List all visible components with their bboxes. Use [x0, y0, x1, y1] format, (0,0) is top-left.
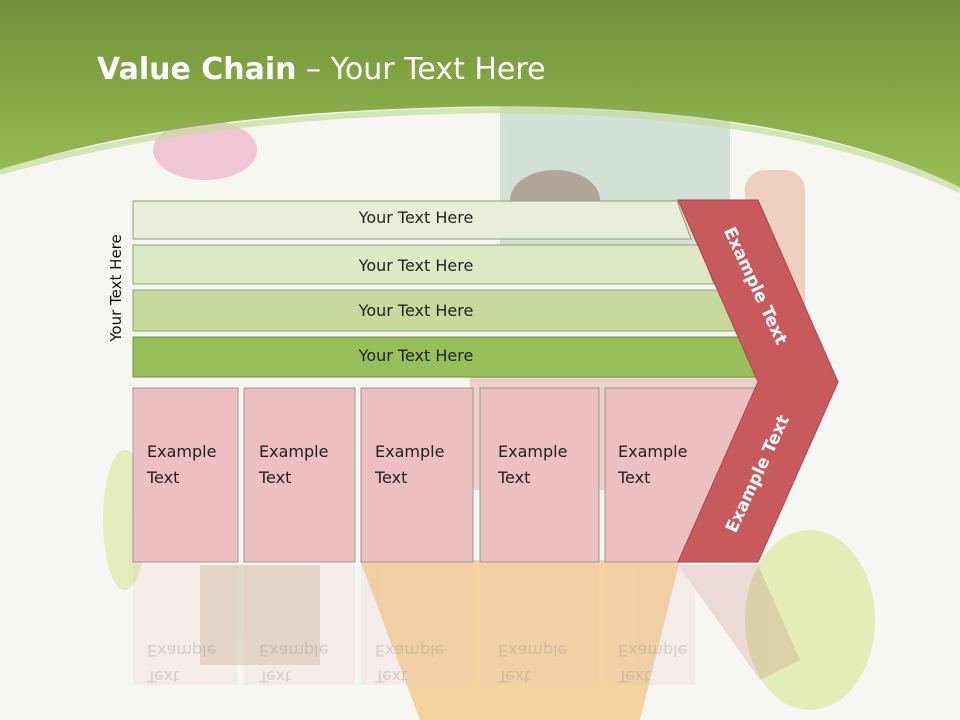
box-label-1: Example Text [147, 439, 216, 491]
box-shape-2 [243, 387, 356, 563]
chevron-shape [677, 199, 839, 563]
box-label-5-line2: Text [618, 468, 651, 487]
slide-title: Value Chain – Your Text Here [97, 52, 546, 87]
box-shape-4 [479, 387, 600, 563]
box-label-2-line2: Text [259, 468, 292, 487]
row-shape-2 [132, 244, 715, 285]
support-rows [132, 200, 763, 378]
reflection-label-3: Text Example [375, 641, 445, 686]
row-label-2: Your Text Here [358, 256, 474, 275]
reflection-label-1: Text Example [147, 641, 217, 686]
reflection [133, 565, 800, 685]
box-shape-3 [360, 387, 474, 563]
row-label-3: Your Text Here [358, 301, 474, 320]
box-label-3-line2: Text [375, 468, 408, 487]
row-label-1: Your Text Here [358, 208, 474, 227]
box-label-4: Example Text [498, 439, 567, 491]
primary-boxes [132, 387, 761, 563]
reflection-label-2: Text Example [259, 641, 329, 686]
reflection-label-4: Text Example [498, 641, 568, 686]
row-label-4: Your Text Here [358, 346, 474, 365]
reflection-label-5: Text Example [618, 641, 688, 686]
box-label-5-line1: Example [618, 442, 688, 461]
box-label-3: Example Text [375, 439, 444, 491]
box-label-1-line1: Example [147, 442, 217, 461]
box-label-1-line2: Text [147, 468, 180, 487]
box-label-4-line2: Text [498, 468, 531, 487]
header-band [0, 0, 960, 193]
box-label-4-line1: Example [498, 442, 568, 461]
slide-title-bold: Value Chain [97, 52, 297, 87]
box-label-2-line1: Example [259, 442, 329, 461]
box-shape-1 [132, 387, 239, 563]
row-shape-1 [132, 200, 692, 240]
slide-title-rest: – Your Text Here [296, 52, 546, 87]
box-label-3-line1: Example [375, 442, 445, 461]
box-label-5: Example Text [618, 439, 687, 491]
box-label-2: Example Text [259, 439, 328, 491]
